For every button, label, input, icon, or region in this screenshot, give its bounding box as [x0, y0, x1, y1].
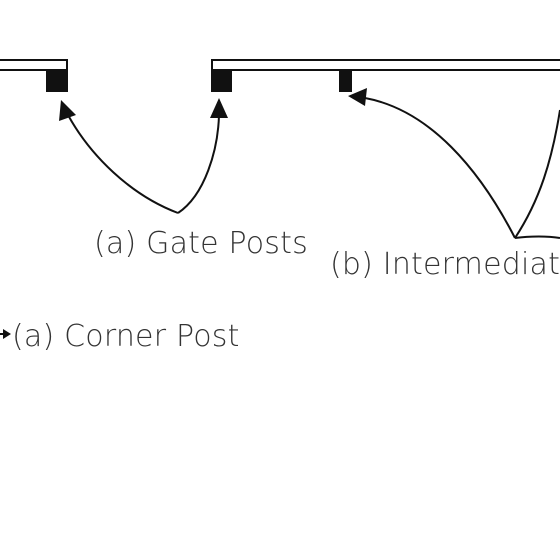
- arrow-head-corner: [3, 329, 11, 339]
- arrow-head-intermediate: [348, 88, 367, 106]
- arrow-to-left-gate-post: [67, 114, 179, 214]
- gate-post-left: [46, 70, 68, 92]
- intermediate-post: [339, 70, 352, 92]
- arrow-head-left-gate: [59, 100, 76, 121]
- fence-segment-right: [211, 59, 560, 71]
- label-gate-posts: (a) Gate Posts: [94, 226, 308, 261]
- label-intermediate-posts: (b) Intermediate F: [330, 247, 560, 282]
- fence-segment-left: [0, 59, 68, 71]
- arrow-to-right-gate-post: [177, 114, 220, 214]
- arrow-head-right-gate: [210, 98, 228, 118]
- arrow-to-offscreen-post: [514, 109, 560, 239]
- gate-post-right: [211, 70, 232, 92]
- label-corner-post: (a) Corner Post: [12, 319, 240, 354]
- arrow-to-intermediate-post: [364, 97, 516, 239]
- arrow-tail-intermediate: [514, 235, 560, 239]
